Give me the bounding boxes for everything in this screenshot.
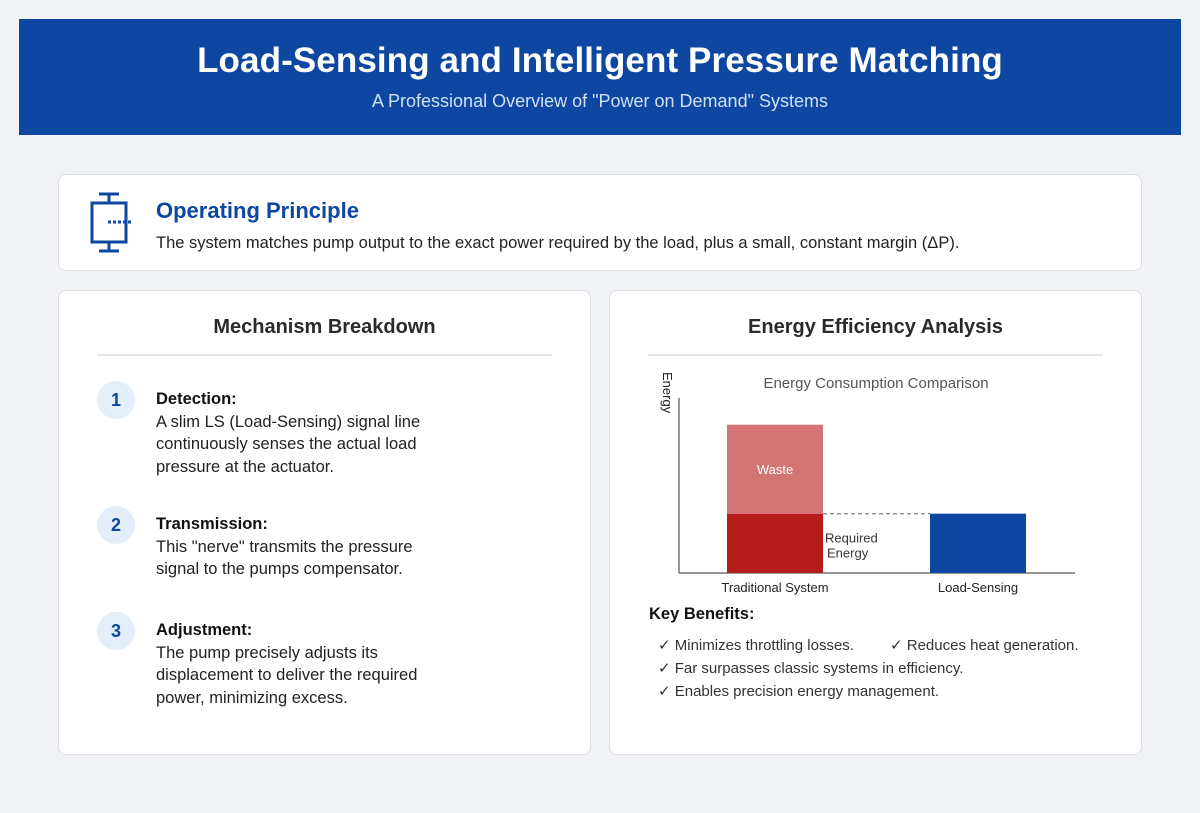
benefit-item: ✓ Enables precision energy management. xyxy=(658,683,940,700)
waste-label: Waste xyxy=(757,462,793,477)
energy-card: Energy Efficiency Analysis Energy Consum… xyxy=(609,290,1142,755)
energy-comparison-chart: Energy Consumption Comparison Energy Was… xyxy=(660,372,1075,595)
page-title: Load-Sensing and Intelligent Pressure Ma… xyxy=(197,41,1003,80)
hydraulic-cylinder-icon xyxy=(90,192,133,253)
bar-load-sensing xyxy=(930,513,1026,573)
step-text: The pump precisely adjusts its displacem… xyxy=(156,643,418,707)
bar-traditional-waste xyxy=(727,424,823,514)
benefits-title: Key Benefits: xyxy=(649,605,755,623)
chart-title: Energy Consumption Comparison xyxy=(763,375,988,392)
page-subtitle: A Professional Overview of "Power on Dem… xyxy=(372,91,828,111)
principle-title: Operating Principle xyxy=(156,198,359,223)
step-title: Adjustment: xyxy=(156,621,253,639)
step-number-badge: 2 xyxy=(97,506,135,544)
chart-y-axis-label: Energy xyxy=(660,372,675,414)
energy-title: Energy Efficiency Analysis xyxy=(648,316,1103,356)
x-tick-label: Load-Sensing xyxy=(938,580,1018,595)
benefit-item: ✓ Minimizes throttling losses. xyxy=(658,637,854,654)
step-title: Transmission: xyxy=(156,515,268,533)
step-text: A slim LS (Load-Sensing) signal line con… xyxy=(156,412,421,476)
required-energy-label: Required xyxy=(825,531,878,546)
step-number-badge: 3 xyxy=(97,612,135,650)
benefit-item: ✓ Far surpasses classic systems in effic… xyxy=(658,660,964,677)
bar-traditional-required xyxy=(727,513,823,573)
x-tick-label: Traditional System xyxy=(721,580,828,595)
benefit-item: ✓ Reduces heat generation. xyxy=(890,637,1079,654)
step-number-badge: 1 xyxy=(97,381,135,419)
step-title: Detection: xyxy=(156,390,237,408)
required-energy-label: Energy xyxy=(827,546,869,561)
step-text: This "nerve" transmits the pressure sign… xyxy=(156,537,413,579)
page-header: Load-Sensing and Intelligent Pressure Ma… xyxy=(19,19,1181,135)
operating-principle-card: Operating Principle The system matches p… xyxy=(58,174,1142,271)
mechanism-title: Mechanism Breakdown xyxy=(97,316,552,356)
mechanism-card: Mechanism Breakdown 1 Detection: A slim L… xyxy=(58,290,591,755)
principle-text: The system matches pump output to the ex… xyxy=(156,234,960,252)
